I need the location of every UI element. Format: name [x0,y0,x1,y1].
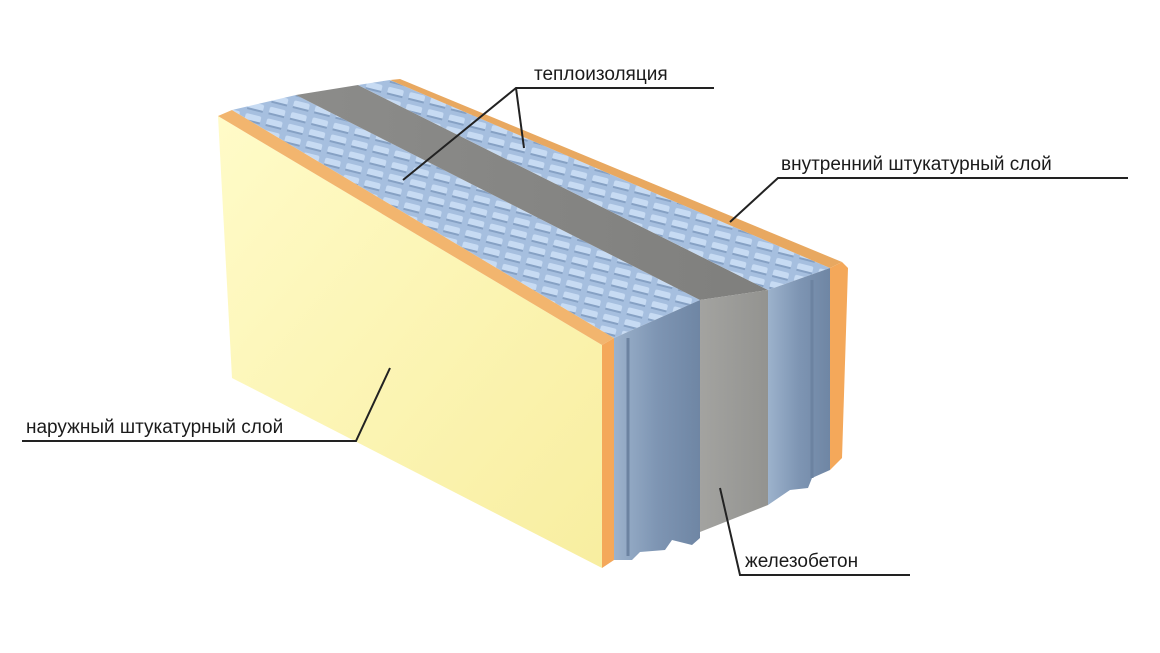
leader-insulation-branch [515,87,525,149]
concrete-end [700,290,768,532]
label-concrete: железобетон [745,551,859,572]
outer-plaster-face [218,116,602,568]
label-outer-plaster: наружный штукатурный слой [26,417,284,438]
label-insulation: теплоизоляция [534,64,668,85]
inner-insulation-top [358,80,830,290]
outer-insulation-end [614,300,700,560]
leader-outer-plaster [22,367,391,442]
inner-plaster-end [830,262,848,470]
label-inner-plaster: внутренний штукатурный слой [781,154,1052,175]
inner-plaster-top-edge [390,79,842,268]
outer-plaster-end-edge [602,338,614,568]
leader-concrete [719,487,910,576]
outer-insulation-top [232,95,700,338]
outer-plaster-edge [218,110,614,345]
inner-insulation-end [768,268,830,505]
leader-inner-plaster [729,177,1128,223]
concrete-top [296,85,768,300]
leader-lines [22,87,1128,576]
